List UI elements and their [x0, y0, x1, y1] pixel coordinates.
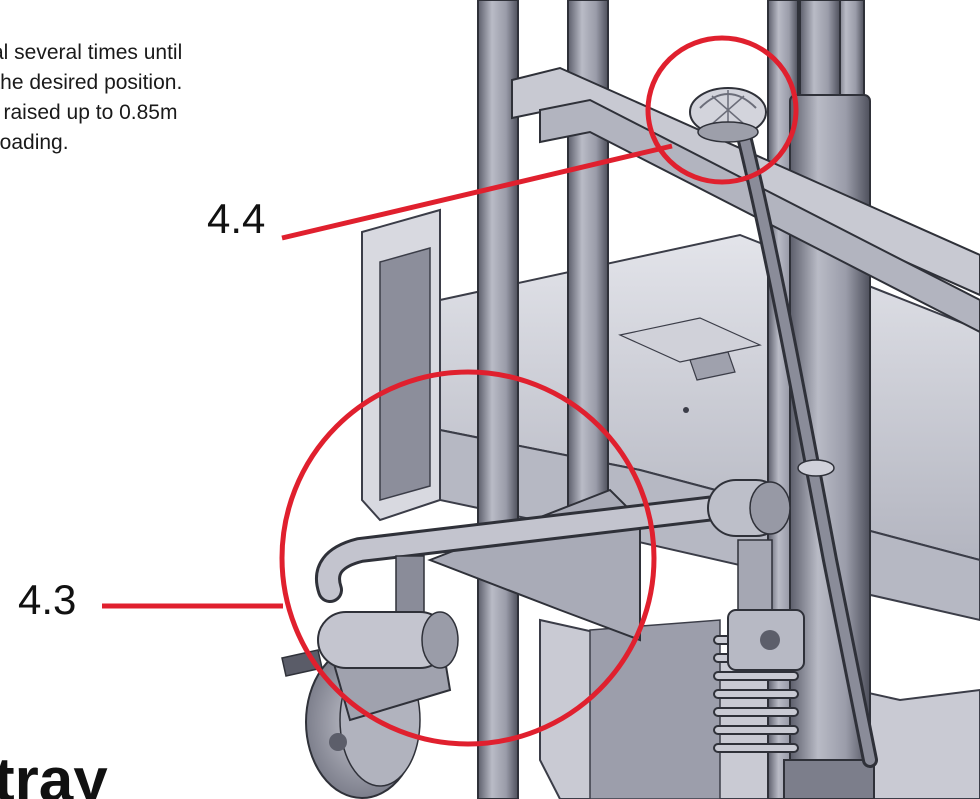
instruction-text: al several times until s the desired pos… [0, 38, 330, 158]
instruction-line: al several times until [0, 41, 183, 64]
instruction-line: s the desired position. [0, 71, 183, 94]
spring-assembly [713, 539, 805, 753]
section-heading-fragment: tray [0, 746, 108, 799]
lever-knob [689, 87, 767, 143]
caster-wheel [281, 611, 459, 799]
instruction-line: loading. [0, 131, 69, 154]
callout-label-lower: 4.3 [18, 576, 77, 623]
side-bracket [361, 208, 441, 522]
instruction-line: e raised up to 0.85m [0, 101, 178, 124]
callout-label-upper: 4.4 [207, 195, 266, 242]
